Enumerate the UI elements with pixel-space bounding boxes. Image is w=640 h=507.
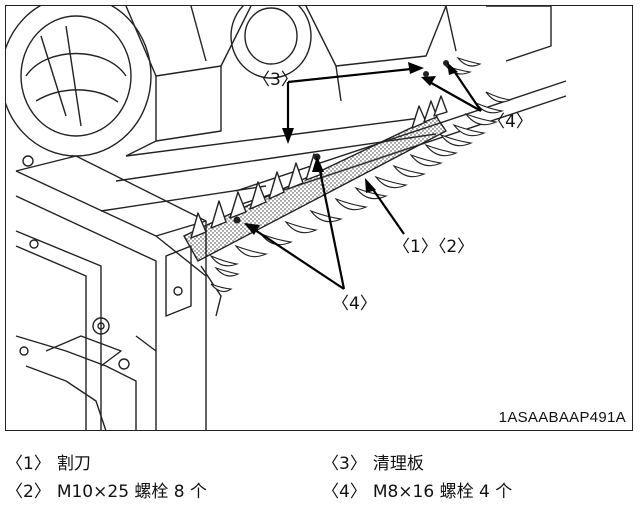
machine-illustration: 〈3〉 〈4〉 〈1〉〈2〉 〈4〉 1ASAABAAP491A — [5, 5, 633, 431]
callout-cleaning-plate: 〈3〉 — [253, 70, 298, 90]
legend-item-cutter: 〈1〉割刀 — [6, 449, 91, 474]
callout-cutter-and-bolts: 〈1〉〈2〉 — [393, 237, 475, 257]
legend-text: 割刀 — [56, 454, 91, 474]
legend-number: 〈3〉 — [322, 454, 367, 474]
legend-number: 〈4〉 — [322, 482, 367, 502]
cutter-bar-drawing — [6, 6, 567, 430]
parts-legend: 〈1〉割刀 〈3〉清理板 〈2〉M10×25 螺栓 8 个 〈4〉M8×16 螺… — [6, 449, 634, 507]
callout-bolts-lower: 〈4〉 — [332, 294, 377, 314]
callout-bolts-upper: 〈4〉 — [488, 112, 533, 132]
legend-text: 清理板 — [372, 454, 424, 474]
legend-number: 〈2〉 — [6, 482, 51, 502]
image-code: 1ASAABAAP491A — [498, 409, 626, 426]
legend-number: 〈1〉 — [6, 454, 51, 474]
legend-text: M10×25 螺栓 8 个 — [56, 482, 208, 502]
legend-item-m10-bolts: 〈2〉M10×25 螺栓 8 个 — [6, 477, 207, 502]
legend-text: M8×16 螺栓 4 个 — [372, 482, 513, 502]
legend-item-m8-bolts: 〈4〉M8×16 螺栓 4 个 — [322, 477, 512, 502]
legend-item-cleaning-plate: 〈3〉清理板 — [322, 449, 424, 474]
